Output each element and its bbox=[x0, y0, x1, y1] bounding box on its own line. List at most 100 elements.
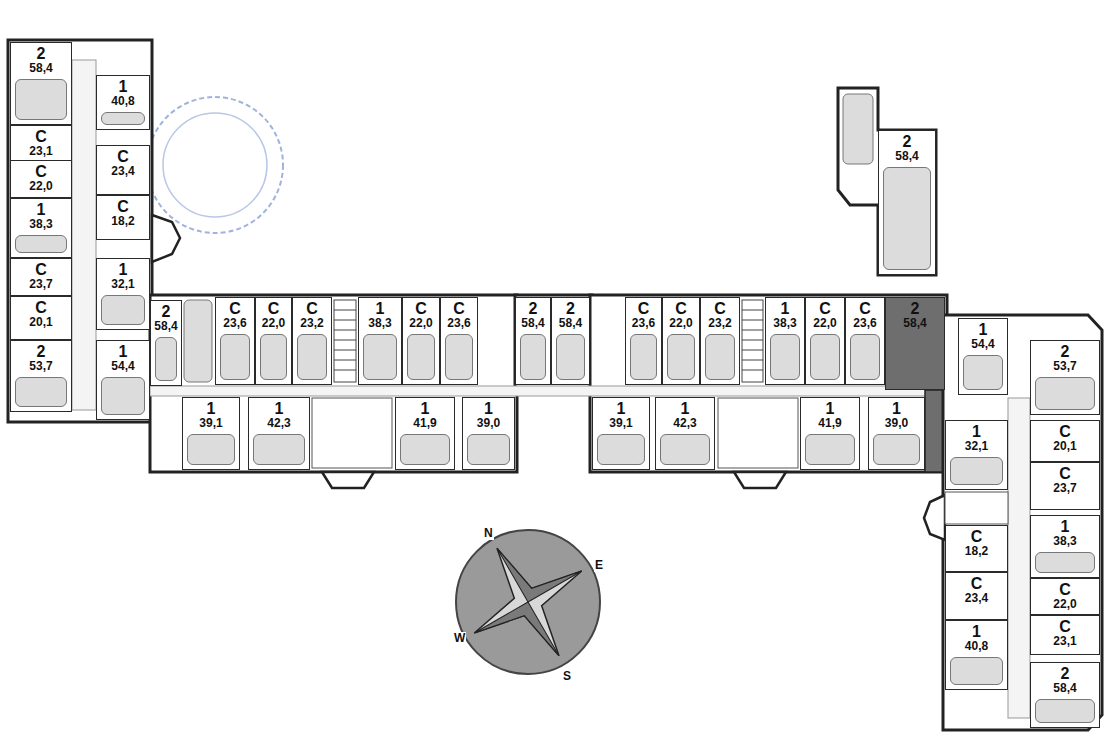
unit-area: 42,3 bbox=[656, 417, 714, 430]
apartment-unit: 140,8 bbox=[96, 75, 150, 130]
apartment-unit: C18,2 bbox=[96, 195, 150, 240]
unit-type: 1 bbox=[1031, 518, 1099, 535]
unit-area: 23,1 bbox=[11, 145, 71, 158]
unit-type: 1 bbox=[97, 78, 149, 95]
room-shape bbox=[873, 434, 920, 465]
unit-type: 2 bbox=[879, 133, 935, 150]
apartment-unit: 140,8 bbox=[945, 620, 1008, 690]
room-shape bbox=[101, 377, 145, 415]
block-outline bbox=[150, 295, 517, 472]
unit-type: 1 bbox=[97, 261, 149, 278]
apartment-unit: 154,4 bbox=[958, 318, 1008, 395]
apartment-unit: 139,1 bbox=[182, 397, 240, 470]
apartment-unit: 139,1 bbox=[592, 397, 650, 470]
unit-area: 42,3 bbox=[249, 417, 309, 430]
unit-type: 1 bbox=[593, 400, 649, 417]
unit-area: 39,0 bbox=[869, 417, 924, 430]
apartment-unit: 139,0 bbox=[868, 397, 925, 470]
room-shape bbox=[15, 235, 67, 253]
apartment-unit: 132,1 bbox=[96, 258, 150, 330]
unit-area: 58,4 bbox=[879, 150, 935, 163]
stairs bbox=[945, 492, 1008, 524]
stair-bay bbox=[734, 472, 786, 488]
compass-letter: E bbox=[594, 559, 604, 572]
unit-area: 32,1 bbox=[97, 278, 149, 291]
unit-area: 22,0 bbox=[11, 180, 71, 193]
stair-bay bbox=[322, 472, 374, 488]
room-shape bbox=[400, 434, 450, 465]
lobby bbox=[312, 398, 392, 468]
unit-type: 1 bbox=[249, 400, 309, 417]
apartment-unit: 132,1 bbox=[945, 420, 1008, 490]
unit-area: 23,6 bbox=[441, 317, 477, 330]
unit-type: 1 bbox=[801, 400, 859, 417]
unit-area: 41,9 bbox=[801, 417, 859, 430]
apartment-unit: 258,4 bbox=[878, 130, 936, 275]
unit-area: 39,0 bbox=[463, 417, 514, 430]
room-shape bbox=[253, 434, 305, 465]
unit-type: 2 bbox=[886, 300, 944, 317]
room-shape bbox=[770, 334, 800, 380]
unit-area: 38,3 bbox=[11, 218, 71, 231]
room-shape bbox=[260, 334, 287, 380]
lobby bbox=[718, 398, 798, 468]
unit-type: 2 bbox=[151, 303, 181, 320]
stair-bay bbox=[152, 215, 180, 262]
room-shape bbox=[883, 167, 931, 270]
apartment-unit: 142,3 bbox=[248, 397, 310, 470]
apartment-unit: 138,3 bbox=[358, 297, 402, 385]
room-shape bbox=[220, 334, 250, 380]
apartment-unit: C23,4 bbox=[945, 572, 1008, 620]
room-shape bbox=[155, 337, 177, 381]
unit-type: C bbox=[11, 299, 71, 316]
unit-type: 2 bbox=[1031, 343, 1099, 360]
inset-outline bbox=[838, 88, 936, 275]
room-shape bbox=[15, 377, 67, 407]
unit-type: C bbox=[846, 300, 884, 317]
unit-type: 1 bbox=[97, 343, 149, 360]
apartment-unit: C20,1 bbox=[1030, 420, 1100, 462]
room-shape bbox=[1035, 377, 1095, 410]
unit-type: C bbox=[11, 128, 71, 145]
apartment-unit: C23,4 bbox=[96, 145, 150, 195]
apartment-unit: 253,7 bbox=[10, 340, 72, 412]
room-shape bbox=[556, 334, 585, 380]
unit-area: 53,7 bbox=[1031, 360, 1099, 373]
room-shape bbox=[187, 434, 235, 465]
unit-type: 2 bbox=[516, 300, 550, 317]
corridor bbox=[1008, 398, 1030, 718]
unit-area: 23,7 bbox=[11, 278, 71, 291]
unit-type: C bbox=[293, 300, 331, 317]
unit-type: 1 bbox=[959, 321, 1007, 338]
apartment-unit: 139,0 bbox=[462, 397, 515, 470]
unit-area: 58,4 bbox=[516, 317, 550, 330]
unit-area: 23,1 bbox=[1031, 635, 1099, 648]
block-outline bbox=[515, 295, 592, 392]
unit-type: 1 bbox=[946, 423, 1007, 440]
apartment-unit: C23,2 bbox=[700, 297, 740, 385]
compass-rose bbox=[443, 517, 612, 686]
unit-type: 2 bbox=[11, 343, 71, 360]
apartment-unit: C20,1 bbox=[10, 296, 72, 340]
room-shape bbox=[597, 434, 645, 465]
unit-type: 1 bbox=[766, 300, 804, 317]
room-shape bbox=[184, 300, 212, 382]
corridor bbox=[150, 386, 947, 396]
unit-type: 1 bbox=[11, 201, 71, 218]
apartment-unit: C18,2 bbox=[945, 525, 1008, 572]
apartment-unit: 258,4 bbox=[551, 297, 590, 385]
apartment-unit: 141,9 bbox=[800, 397, 860, 470]
unit-area: 58,4 bbox=[151, 320, 181, 333]
block-outline bbox=[590, 295, 947, 472]
unit-type: C bbox=[663, 300, 699, 317]
unit-area: 22,0 bbox=[256, 317, 291, 330]
apartment-unit: 138,3 bbox=[1030, 515, 1100, 578]
room-shape bbox=[407, 334, 435, 380]
unit-type: 2 bbox=[11, 45, 71, 62]
unit-area: 22,0 bbox=[403, 317, 439, 330]
unit-type: 1 bbox=[463, 400, 514, 417]
apartment-unit: 253,7 bbox=[1030, 340, 1100, 415]
unit-area: 18,2 bbox=[946, 545, 1007, 558]
unit-area: 23,4 bbox=[97, 165, 149, 178]
